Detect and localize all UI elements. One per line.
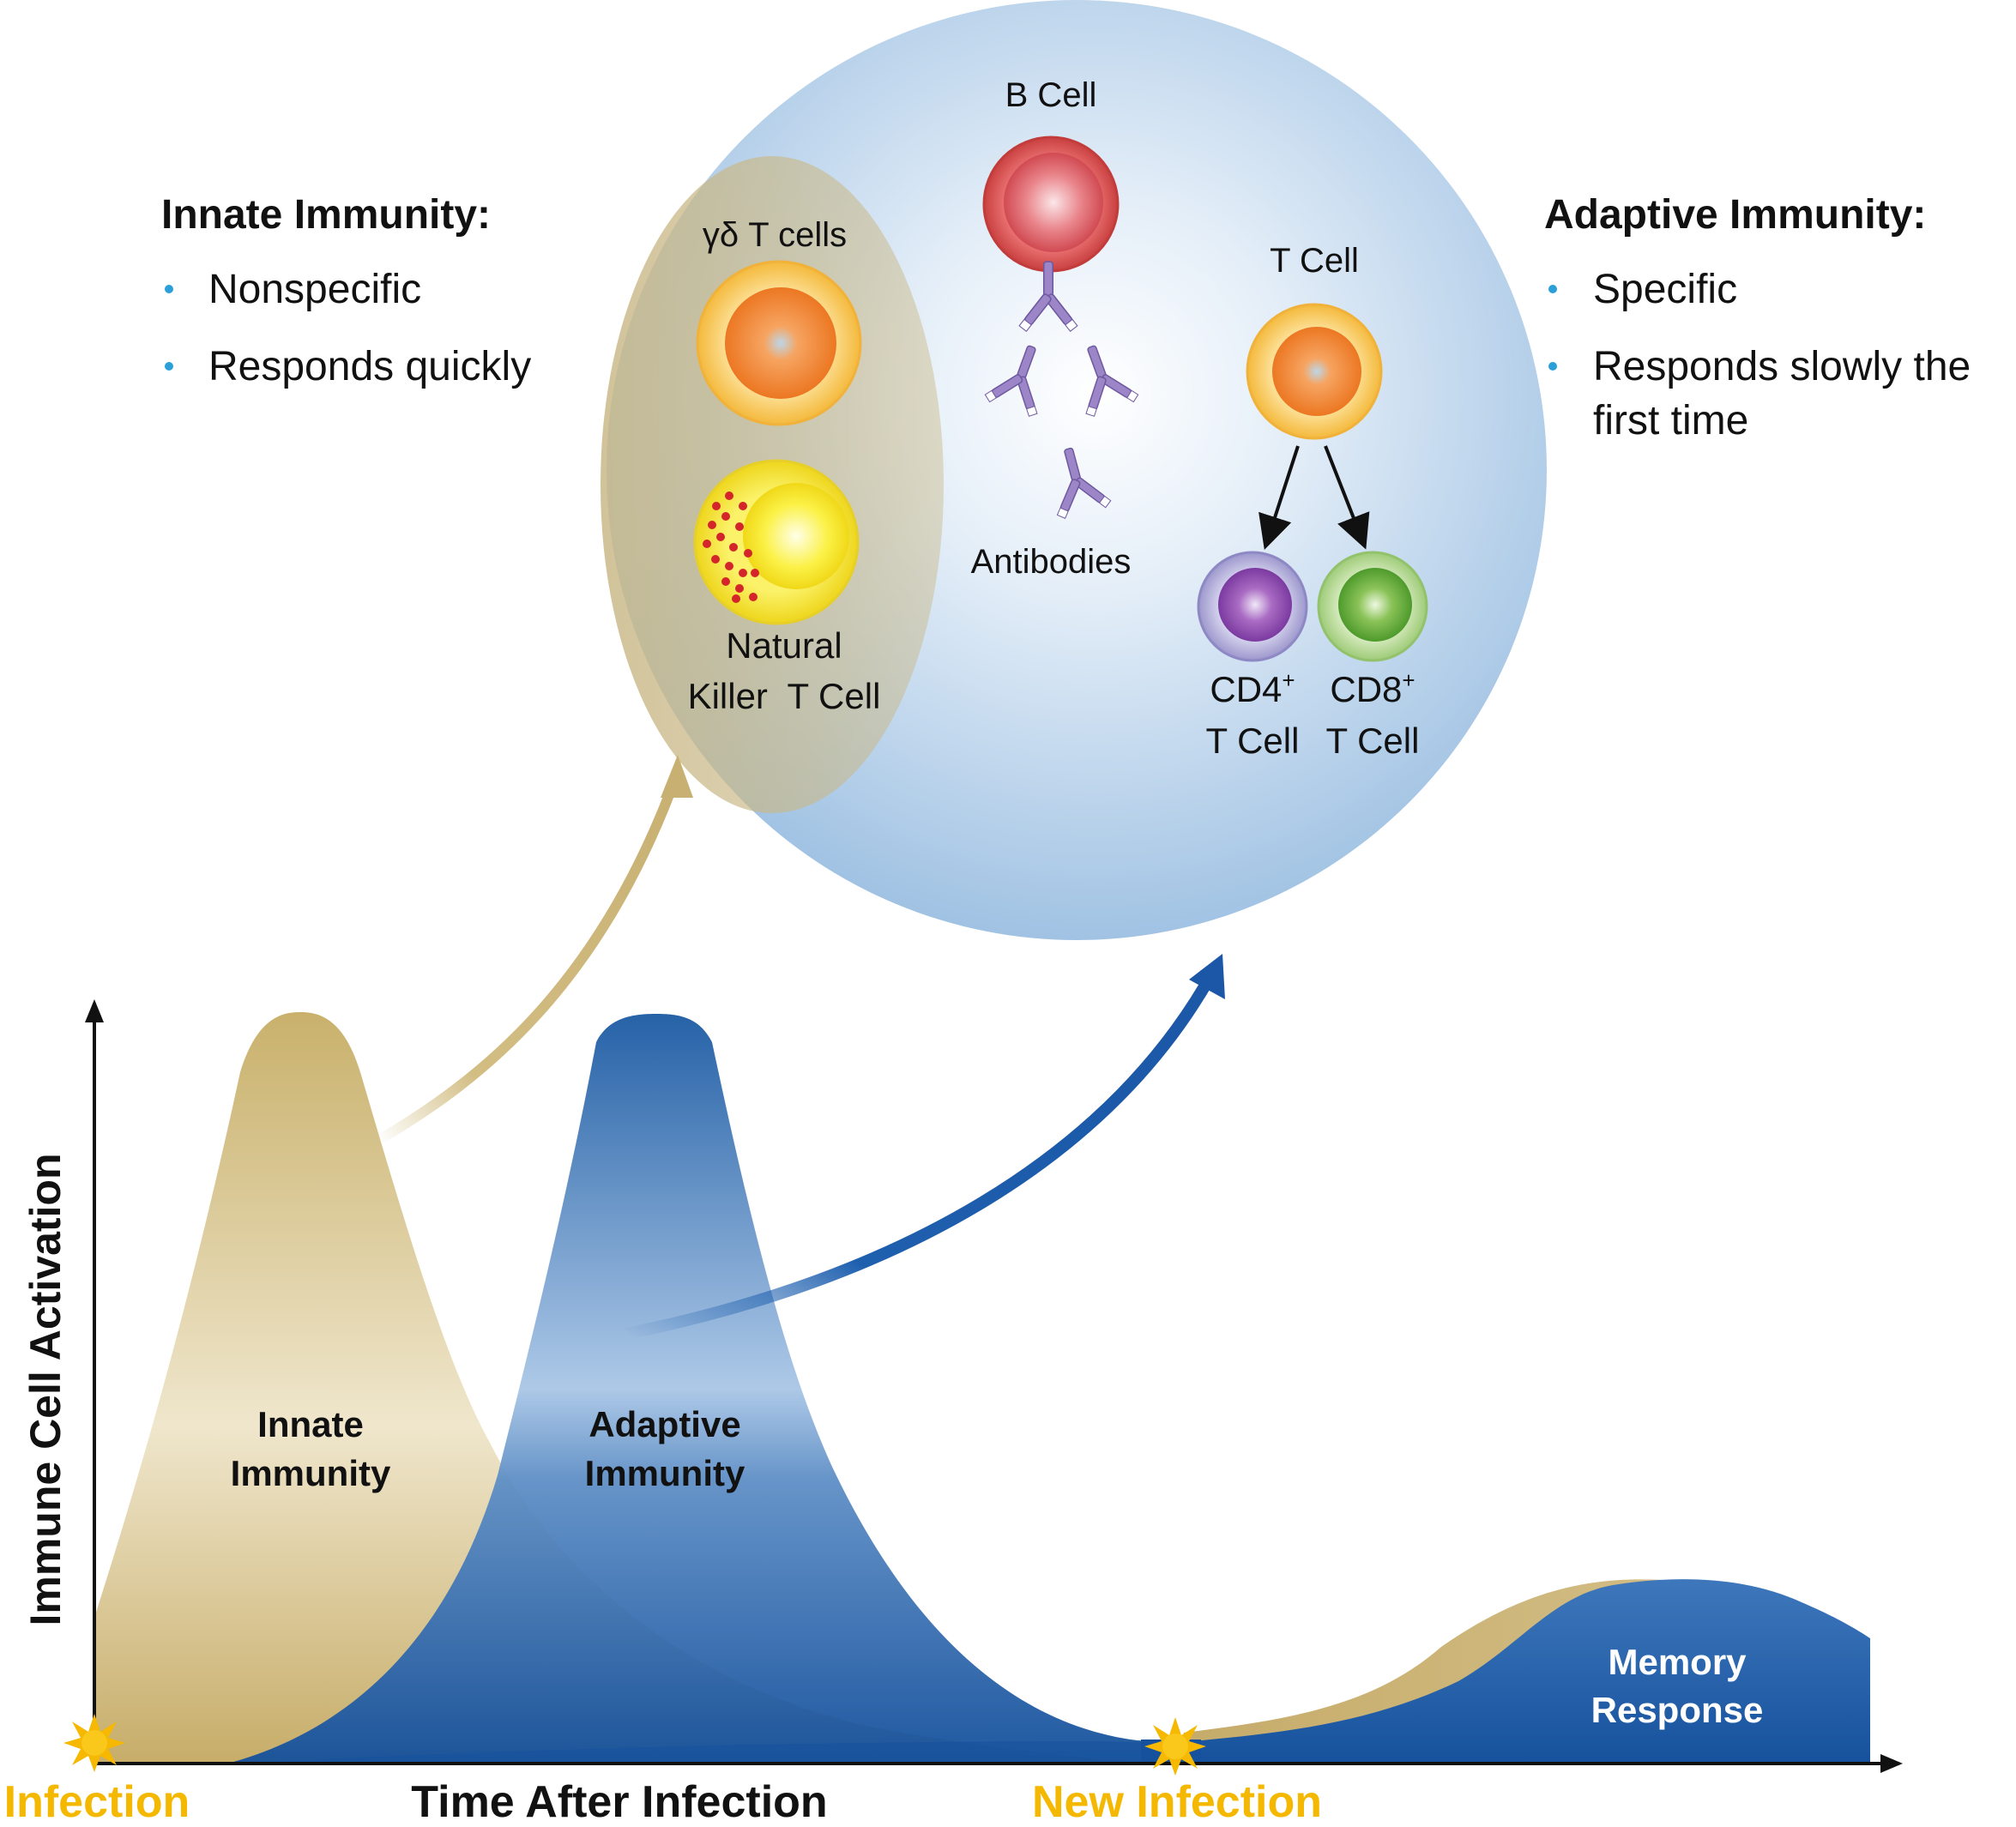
- adaptive-arrow-head: [1189, 954, 1225, 999]
- new-infection-label: New Infection: [1032, 1777, 1322, 1827]
- infection-label: Infection: [4, 1777, 190, 1827]
- memory-adaptive-curve: [1192, 1579, 1870, 1764]
- adaptive-curve-label-1: Adaptive: [589, 1404, 740, 1444]
- y-axis-label: Immune Cell Activation: [21, 1153, 69, 1625]
- innate-curve-label-1: Innate: [257, 1404, 364, 1444]
- nk-t-cell-label-1: Natural: [726, 625, 842, 666]
- adaptive-panel-title: Adaptive Immunity:: [1544, 192, 1926, 238]
- innate-panel: Innate Immunity: Nonspecific Responds qu…: [161, 192, 531, 389]
- cd8-t-cell: [1317, 551, 1428, 662]
- cd8-label: CD8+: [1330, 667, 1415, 709]
- innate-bullet-1: Nonspecific: [208, 267, 421, 312]
- granules: [703, 491, 759, 603]
- arrow-to-cd4: [1258, 445, 1300, 551]
- gd-t-cell: [696, 260, 862, 426]
- cd4-label-line2: T Cell: [1206, 721, 1300, 761]
- b-cell-label: B Cell: [1005, 76, 1097, 114]
- antibodies-label: Antibodies: [971, 543, 1132, 581]
- innate-arrow: [374, 769, 683, 1146]
- innate-curve-label-2: Immunity: [231, 1453, 391, 1493]
- bullet-dot: [165, 362, 173, 371]
- cd8-label-line2: T Cell: [1326, 721, 1420, 761]
- gd-t-cells-label: γδ T cells: [703, 216, 847, 254]
- memory-label-2: Response: [1591, 1690, 1764, 1730]
- y-axis-arrowhead: [85, 999, 104, 1022]
- t-cell: [1246, 303, 1383, 440]
- nk-t-cell: [693, 459, 860, 625]
- adaptive-curve: [227, 1014, 1154, 1764]
- new-infection-burst-icon: [1144, 1717, 1206, 1776]
- bullet-dot: [1548, 285, 1557, 293]
- nk-t-cell-label-2: Killer T Cell: [688, 676, 881, 716]
- innate-bullet-2: Responds quickly: [208, 344, 531, 389]
- innate-curve: [94, 1012, 1150, 1764]
- infection-burst-icon: [63, 1714, 125, 1772]
- innate-arrow-head: [661, 755, 693, 798]
- adaptive-bullet-2: Responds slowly the: [1593, 344, 1971, 389]
- adaptive-bullet-1: Specific: [1593, 267, 1737, 312]
- memory-label-1: Memory: [1608, 1642, 1747, 1682]
- adaptive-bullet-2-cont: first time: [1593, 398, 1748, 443]
- bullet-dot: [1548, 362, 1557, 371]
- x-axis-label: Time After Infection: [411, 1777, 827, 1827]
- innate-panel-title: Innate Immunity:: [161, 192, 491, 238]
- cd4-t-cell: [1197, 551, 1308, 662]
- adaptive-arrow: [625, 974, 1216, 1340]
- t-cell-label: T Cell: [1270, 242, 1359, 280]
- baseline-band: [227, 1740, 1201, 1764]
- x-axis-arrowhead: [1880, 1754, 1903, 1773]
- arrow-to-cd8: [1324, 445, 1370, 550]
- cd4-label: CD4+: [1210, 667, 1295, 709]
- bullet-dot: [165, 285, 173, 293]
- b-cell: [982, 136, 1120, 273]
- adaptive-panel: Adaptive Immunity: Specific Responds slo…: [1544, 192, 1971, 443]
- adaptive-curve-label-2: Immunity: [585, 1453, 745, 1493]
